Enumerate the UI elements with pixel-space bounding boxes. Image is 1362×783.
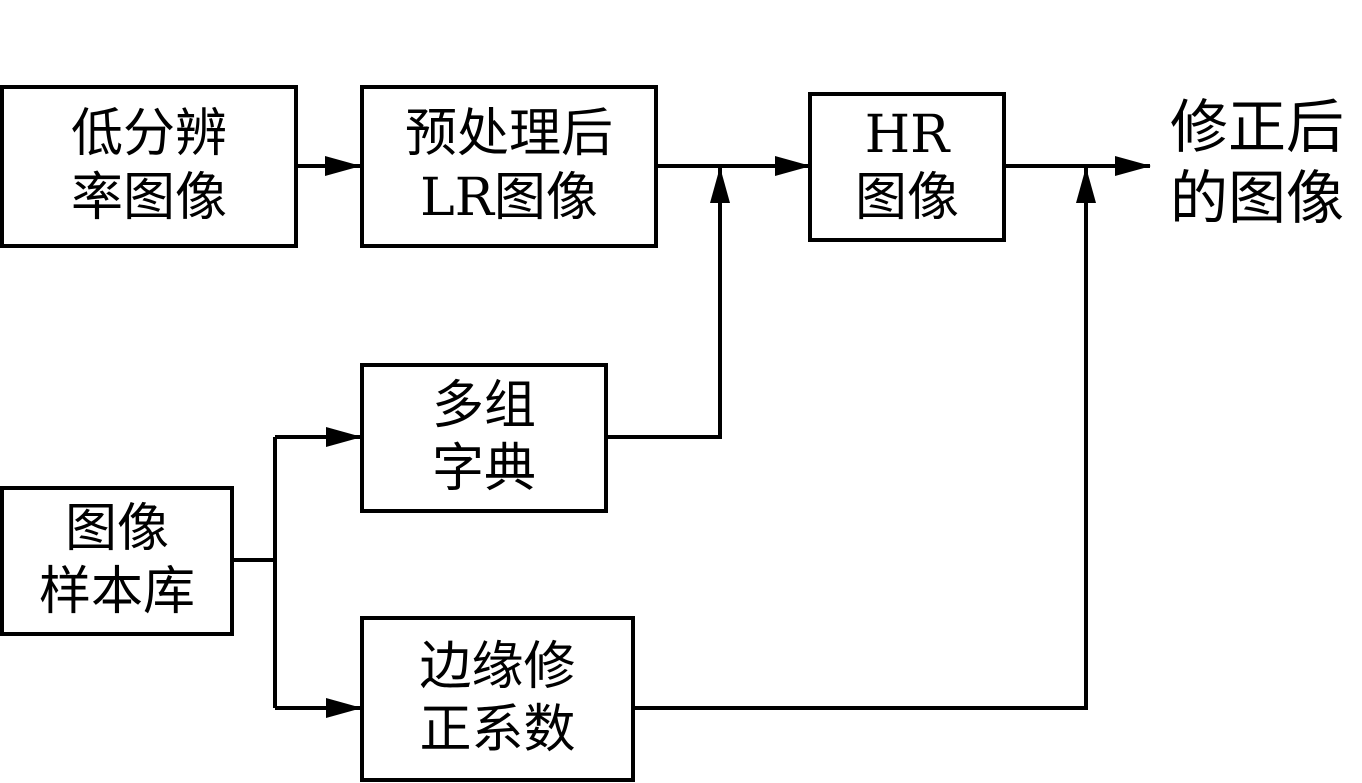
node-dictionaries-line1: 多组 — [431, 375, 536, 436]
node-dictionaries-line2: 字典 — [431, 439, 536, 499]
node-low-res-image: 低分辨 率图像 — [0, 85, 298, 248]
arrow-edge-to-junction — [634, 167, 1096, 710]
output-line2: 的图像 — [1170, 163, 1345, 232]
output-line1: 修正后 — [1170, 93, 1345, 161]
node-library-line1: 图像 — [64, 498, 169, 559]
arrow-dictionaries-to-junction — [608, 167, 730, 439]
node-low-res-line1: 低分辨 — [70, 104, 227, 165]
node-preprocessed-line1: 预处理后 — [404, 104, 613, 165]
node-hr-line2: 图像 — [854, 168, 959, 228]
node-edge-line2: 正系数 — [419, 700, 576, 760]
node-hr-line1: HR — [864, 104, 950, 165]
node-edge-line1: 边缘修 — [419, 636, 576, 697]
node-hr-image: HR 图像 — [808, 92, 1006, 242]
node-edge-correction-coefficients: 边缘修 正系数 — [360, 616, 635, 782]
node-preprocessed-lr-image: 预处理后 LR图像 — [360, 85, 658, 248]
node-low-res-line2: 率图像 — [70, 167, 227, 228]
node-preprocessed-line2: LR图像 — [420, 167, 598, 228]
output-corrected-image: 修正后 的图像 — [1170, 92, 1360, 242]
node-multiple-dictionaries: 多组 字典 — [360, 363, 608, 513]
node-library-line2: 样本库 — [38, 562, 195, 622]
node-image-sample-library: 图像 样本库 — [0, 486, 234, 636]
